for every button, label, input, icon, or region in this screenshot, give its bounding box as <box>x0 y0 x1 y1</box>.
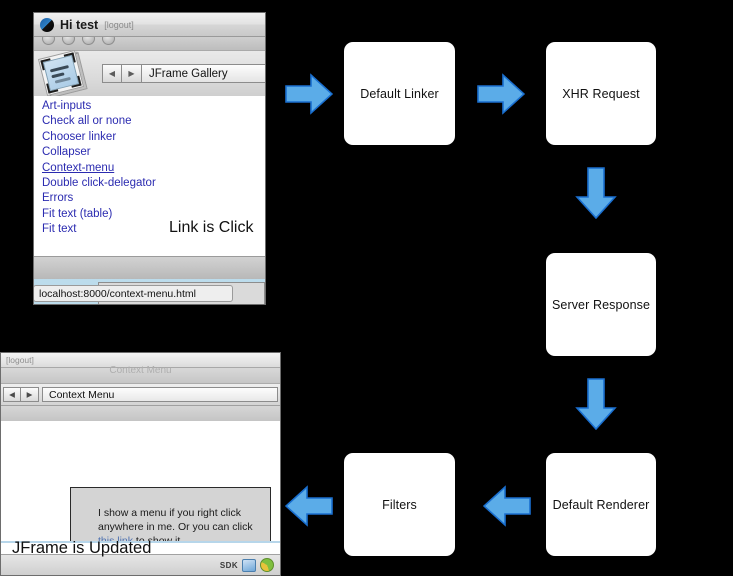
toolbar-round-button-4[interactable] <box>102 37 115 45</box>
flow-box-default-renderer[interactable]: Default Renderer <box>546 453 656 556</box>
flow-box-label: Default Linker <box>360 86 439 101</box>
context-menu-demo-text-before: I show a menu if you right click anywher… <box>98 507 253 533</box>
jframe-updated-caption: JFrame is Updated <box>12 539 152 557</box>
arrow-left-icon-filters-out <box>285 485 333 527</box>
arrow-right-icon-linker-to-xhr <box>477 73 525 115</box>
logout-link[interactable]: [logout] <box>104 19 134 30</box>
gallery-link-list: Art-inputs Check all or none Chooser lin… <box>34 96 265 257</box>
flow-box-server-response[interactable]: Server Response <box>546 253 656 356</box>
window2-ghost-title-label: Context Menu <box>109 365 172 376</box>
gallery-link-art-inputs[interactable]: Art-inputs <box>42 100 92 112</box>
status-url-label: localhost:8000/context-menu.html <box>34 285 233 302</box>
window1-titlebar[interactable]: Hi test [logout] <box>34 13 265 37</box>
gallery-document-icon <box>37 49 88 99</box>
window2-system-tray: SDK <box>1 554 280 575</box>
greeting-label: Hi test <box>60 17 99 32</box>
window2-nav-forward-button[interactable]: ▶ <box>21 387 39 402</box>
link-clicked-note: Link is Click <box>169 219 254 236</box>
sdk-label: SDK <box>219 560 238 570</box>
window2-ghost-title: Context Menu <box>1 365 280 384</box>
gallery-link-chooser-linker[interactable]: Chooser linker <box>42 130 117 143</box>
window1-navbar[interactable]: ◀ ▶ JFrame Gallery <box>102 64 265 83</box>
gallery-link-fit-text-table[interactable]: Fit text (table) <box>42 207 113 220</box>
flow-box-label: XHR Request <box>562 86 640 101</box>
toolbar-round-button-1[interactable] <box>42 37 55 45</box>
nav-back-button[interactable]: ◀ <box>102 64 122 83</box>
gallery-link-errors[interactable]: Errors <box>42 192 74 205</box>
flow-box-label: Filters <box>382 497 417 512</box>
window2-titlebar[interactable]: [logout] <box>1 353 280 368</box>
flow-box-xhr-request[interactable]: XHR Request <box>546 42 656 145</box>
flow-box-label: Default Renderer <box>552 497 650 512</box>
nav-location-field[interactable]: JFrame Gallery <box>142 64 265 83</box>
window2-page-body: I show a menu if you right click anywher… <box>1 421 280 561</box>
app-logo-icon <box>40 17 54 32</box>
arrow-down-icon-server-to-renderer <box>575 378 617 430</box>
window2-nav-back-button[interactable]: ◀ <box>3 387 21 402</box>
window2-nav-location-field[interactable]: Context Menu <box>42 387 278 402</box>
gallery-link-check-all-or-none[interactable]: Check all or none <box>42 115 132 128</box>
arrow-right-icon-to-linker <box>285 73 333 115</box>
flow-box-default-linker[interactable]: Default Linker <box>344 42 455 145</box>
arrow-left-icon-renderer-to-filters <box>483 485 531 527</box>
toolbar-round-button-2[interactable] <box>62 37 75 45</box>
window1-status-area: localhost:8000/context-menu.html <box>34 279 265 304</box>
arrow-down-icon-xhr-to-server <box>575 167 617 219</box>
context-menu-window[interactable]: [logout] Context Menu ◀ ▶ Context Menu I… <box>0 352 281 576</box>
window2-blue-divider <box>1 541 280 543</box>
gallery-link-fit-text[interactable]: Fit text <box>42 223 77 236</box>
gallery-link-double-click-delegator[interactable]: Double click-delegator <box>42 177 156 190</box>
window1-toolbar: ◀ ▶ JFrame Gallery <box>34 49 265 99</box>
nav-forward-button[interactable]: ▶ <box>122 64 142 83</box>
jframe-gallery-window[interactable]: Hi test [logout] ◀ <box>33 12 266 305</box>
toolbar-round-button-3[interactable] <box>82 37 95 45</box>
window2-navbar[interactable]: ◀ ▶ Context Menu <box>1 384 280 406</box>
window1-button-row <box>34 37 265 51</box>
tray-refresh-icon[interactable] <box>260 558 274 572</box>
window2-logout-link[interactable]: [logout] <box>6 355 34 365</box>
flow-box-label: Server Response <box>551 297 651 312</box>
gallery-link-collapser[interactable]: Collapser <box>42 146 91 159</box>
window2-bottom-filler <box>1 543 280 555</box>
gallery-link-context-menu[interactable]: Context-menu <box>42 161 115 174</box>
flow-box-filters[interactable]: Filters <box>344 453 455 556</box>
tray-app-icon[interactable] <box>242 558 256 572</box>
window1-gray-divider <box>34 256 265 279</box>
